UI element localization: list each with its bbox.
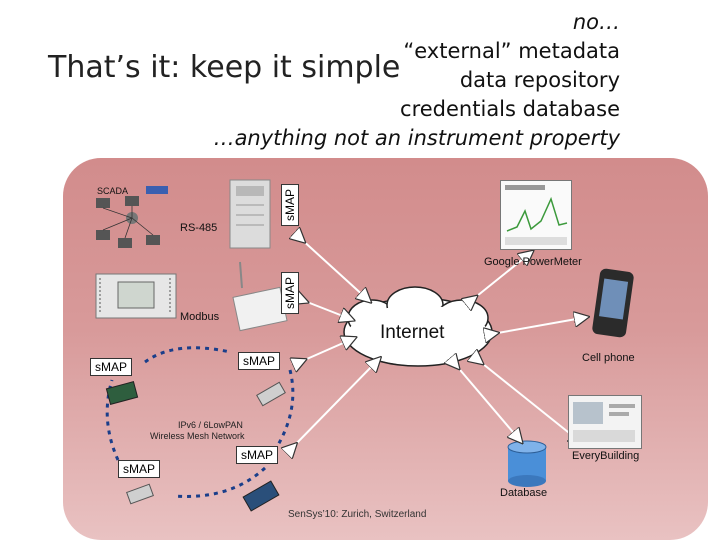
link-arrow: [472, 255, 528, 300]
mesh-network-link: [273, 369, 295, 451]
sensor-node-icon: [256, 381, 286, 407]
internet-label: Internet: [380, 322, 445, 343]
cell-phone-label: Cell phone: [582, 352, 635, 364]
exclusion-item: “external” metadata: [403, 39, 620, 63]
link-arrow: [302, 300, 348, 318]
mesh-label-line: IPv6 / 6LowPAN: [178, 420, 243, 430]
sensor-node-icon: [126, 483, 154, 505]
smap-box-server: sMAP: [281, 184, 299, 227]
exclusion-item: credentials database: [400, 97, 620, 121]
modbus-panel-icon: [95, 273, 177, 319]
link-arrow: [492, 318, 582, 334]
everybuilding-screenshot: [568, 395, 642, 449]
modbus-label: Modbus: [180, 311, 220, 323]
rs485-label: RS-485: [180, 222, 218, 234]
sensor-node-icon: [242, 480, 280, 512]
google-powermeter-label: Google PowerMeter: [484, 256, 582, 268]
link-arrow: [300, 238, 366, 298]
mesh-network-link: [144, 346, 231, 364]
exclusion-item: data repository: [459, 68, 620, 92]
cell-phone-icon: [592, 268, 634, 338]
scada-network-icon: [96, 186, 168, 248]
link-arrow: [478, 360, 578, 440]
everybuilding-label: EveryBuilding: [572, 450, 640, 462]
smap-box-bottom-left: sMAP: [118, 460, 161, 478]
smap-box-mesh-left: sMAP: [90, 358, 133, 376]
exclusion-heading: no…: [572, 10, 620, 34]
mesh-label-line: Wireless Mesh Network: [150, 431, 245, 441]
scada-label: SCADA: [97, 186, 129, 196]
link-arrow: [292, 362, 376, 448]
mesh-network-link: [174, 466, 267, 498]
mesh-network-label: IPv6 / 6LowPAN Wireless Mesh Network: [150, 420, 245, 442]
internet-cloud-icon: [343, 286, 493, 367]
link-arrow: [455, 364, 518, 438]
sensor-node-icon: [105, 381, 139, 405]
smap-box-router: sMAP: [281, 272, 299, 315]
smap-box-bottom-center: sMAP: [236, 446, 279, 464]
slide-title: That’s it: keep it simple: [48, 50, 401, 85]
database-icon: [507, 440, 547, 487]
link-arrow: [300, 340, 350, 362]
exclusion-last: …anything not an instrument property: [213, 126, 620, 150]
google-powermeter-screenshot: [500, 180, 572, 250]
database-label: Database: [500, 487, 548, 499]
server-tower-icon: [229, 179, 271, 249]
exclusion-list: no… “external” metadata data repository …: [214, 8, 620, 153]
router-icon: [232, 261, 288, 332]
footer-venue: SenSys’10: Zurich, Switzerland: [288, 509, 427, 520]
smap-box-mesh-center: sMAP: [238, 352, 281, 370]
